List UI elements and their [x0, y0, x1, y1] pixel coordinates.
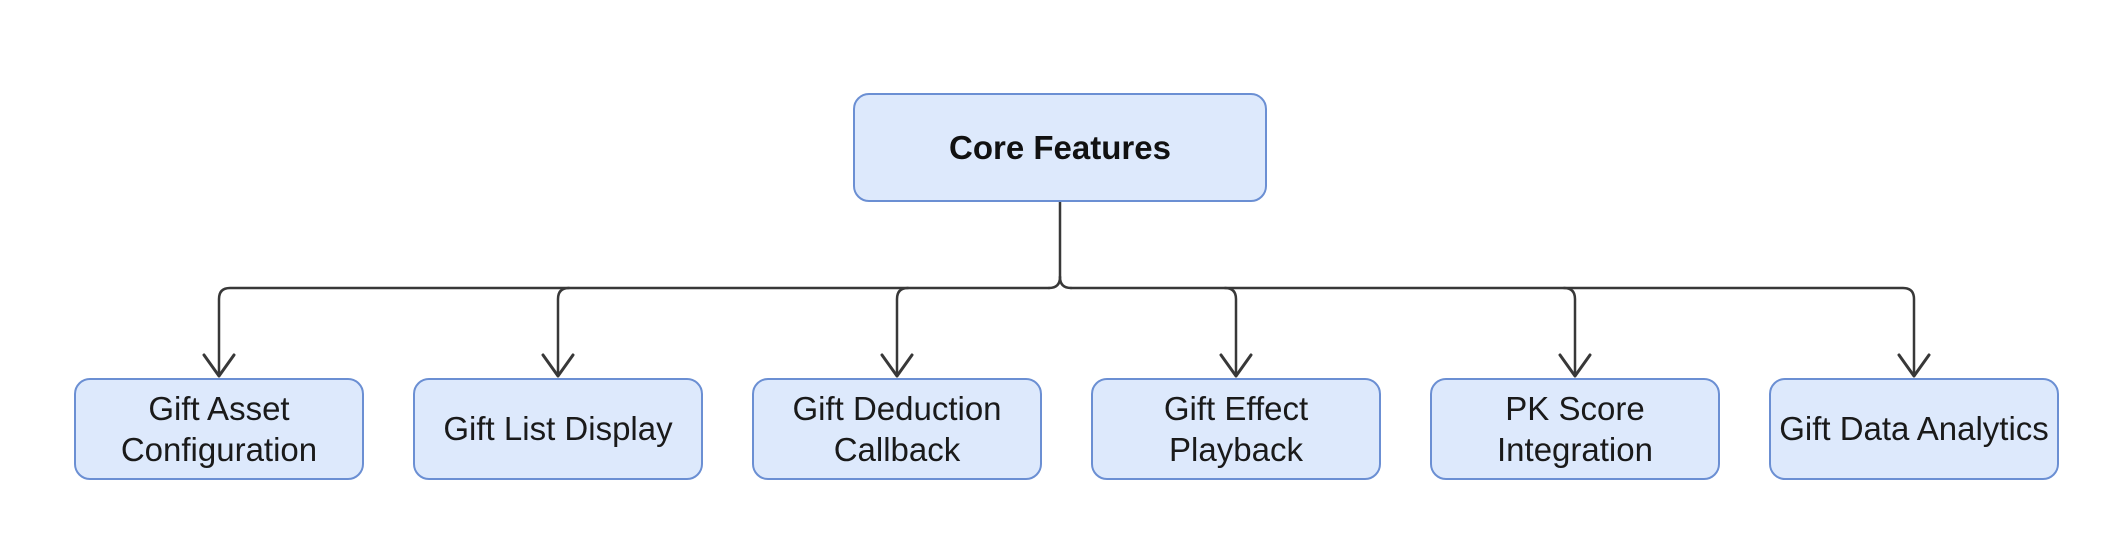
edge-rail-left [217, 286, 1051, 377]
node-gift-data-analytics: Gift Data Analytics [1769, 378, 2059, 480]
arrowhead-child-6 [1897, 353, 1931, 378]
edge-drop-child-5 [1562, 286, 1577, 377]
node-core-features: Core Features [853, 93, 1267, 202]
edge-trunk-shoulder-left [1047, 275, 1062, 290]
arrowhead-child-4 [1219, 353, 1253, 378]
node-gift-deduction-callback: Gift Deduction Callback [752, 378, 1042, 480]
arrowhead-child-1 [202, 353, 236, 378]
arrowhead-child-5 [1558, 353, 1592, 378]
node-pk-score-integration: PK Score Integration [1430, 378, 1720, 480]
arrowhead-child-2 [541, 353, 575, 378]
edge-drop-child-2 [556, 286, 571, 377]
edge-drop-child-3 [895, 286, 910, 377]
node-gift-list-display: Gift List Display [413, 378, 703, 480]
arrowhead-child-3 [880, 353, 914, 378]
edge-trunk-shoulder-right [1058, 275, 1073, 290]
node-gift-asset-configuration: Gift Asset Configuration [74, 378, 364, 480]
node-gift-effect-playback: Gift Effect Playback [1091, 378, 1381, 480]
edge-rail-right [1069, 286, 1916, 377]
edge-drop-child-4 [1223, 286, 1238, 377]
